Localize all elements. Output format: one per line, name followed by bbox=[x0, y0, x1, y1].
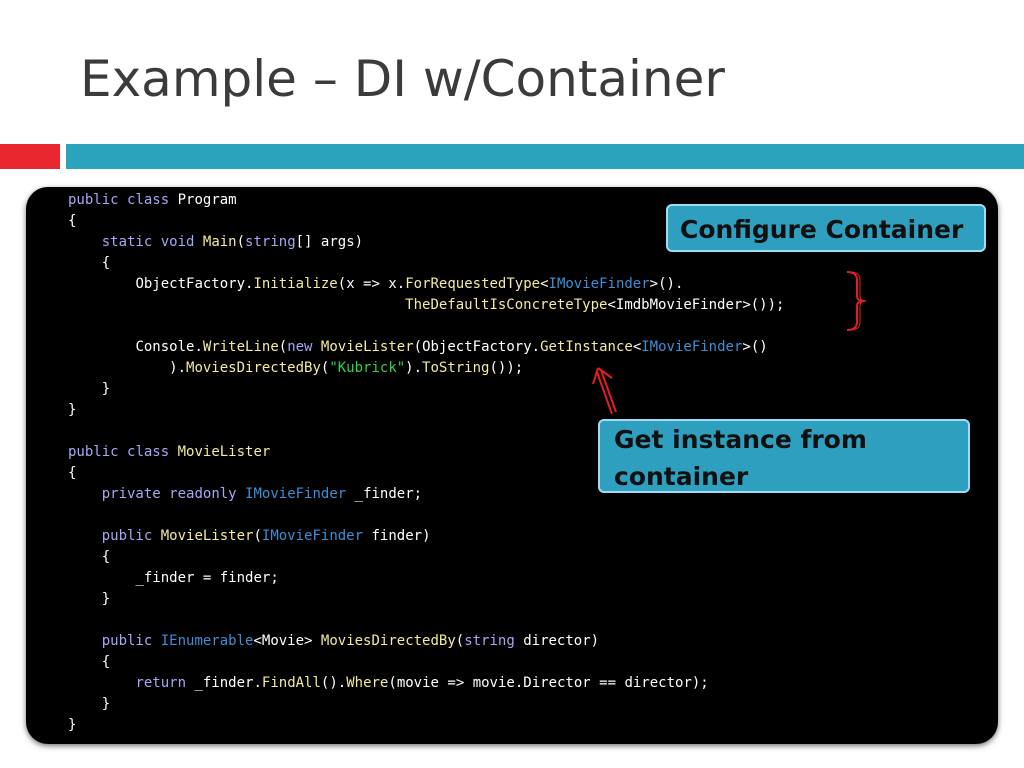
code-line: static void Main(string[] args) bbox=[101, 234, 364, 250]
code-line: Console.WriteLine(new MovieLister(Object… bbox=[135, 339, 768, 355]
accent-bar-red bbox=[0, 144, 60, 169]
code-line: { bbox=[68, 549, 111, 565]
code-line bbox=[68, 610, 784, 631]
code-line: TheDefaultIsConcreteType<ImdbMovieFinder… bbox=[405, 297, 785, 313]
code-line: { bbox=[68, 213, 77, 229]
callout-instance-line1: Get instance from bbox=[614, 425, 867, 454]
code-line: public IEnumerable<Movie> MoviesDirected… bbox=[101, 633, 600, 649]
callout-instance-line2: container bbox=[614, 462, 749, 491]
code-line: _finder = finder; bbox=[135, 570, 279, 586]
code-line bbox=[68, 316, 784, 337]
code-line: public class Program bbox=[68, 192, 237, 208]
code-line: ).MoviesDirectedBy("Kubrick").ToString()… bbox=[68, 360, 524, 376]
code-line: } bbox=[68, 696, 111, 712]
code-line: private readonly IMovieFinder _finder; bbox=[101, 486, 423, 502]
code-block: public class Program { static void Main(s… bbox=[68, 190, 784, 736]
code-line: } bbox=[68, 591, 111, 607]
code-line: } bbox=[68, 717, 77, 733]
callout-get-instance: Get instance from container bbox=[598, 419, 970, 493]
code-line: } bbox=[68, 381, 111, 397]
code-line bbox=[68, 505, 784, 526]
code-line: { bbox=[68, 255, 111, 271]
code-line: } bbox=[68, 402, 77, 418]
slide-title: Example – DI w/Container bbox=[80, 50, 725, 108]
code-line: { bbox=[68, 465, 77, 481]
code-line: public class MovieLister bbox=[68, 444, 271, 460]
accent-bar-teal bbox=[66, 144, 1024, 169]
callout-configure-container: Configure Container bbox=[666, 204, 986, 252]
callout-configure-text: Configure Container bbox=[680, 215, 964, 244]
code-line: return _finder.FindAll().Where(movie => … bbox=[135, 675, 709, 691]
code-line: { bbox=[68, 654, 111, 670]
code-line: ObjectFactory.Initialize(x => x.ForReque… bbox=[135, 276, 684, 292]
brace-icon bbox=[846, 271, 867, 331]
up-arrow-icon bbox=[592, 367, 617, 415]
code-line: public MovieLister(IMovieFinder finder) bbox=[101, 528, 431, 544]
